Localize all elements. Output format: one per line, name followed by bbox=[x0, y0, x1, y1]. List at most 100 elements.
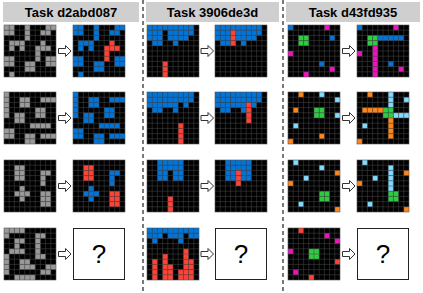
grid-cell bbox=[404, 97, 409, 102]
grid-cell bbox=[383, 35, 388, 40]
grid-cell bbox=[46, 202, 51, 207]
grid-cell bbox=[30, 275, 35, 280]
grid-cell bbox=[46, 46, 51, 51]
grid-line bbox=[119, 25, 120, 77]
grid-line bbox=[215, 128, 267, 129]
grid-line bbox=[4, 56, 56, 57]
grid-line bbox=[45, 25, 46, 77]
grid-line bbox=[215, 133, 267, 134]
grid-line bbox=[73, 118, 125, 119]
grid-cell bbox=[189, 259, 194, 264]
grid-cell bbox=[73, 56, 78, 61]
task-grid bbox=[73, 25, 125, 77]
grid-line bbox=[398, 25, 399, 77]
grid-cell bbox=[109, 46, 114, 51]
grid-cell bbox=[257, 92, 262, 97]
grid-cell bbox=[309, 249, 314, 254]
grid-cell bbox=[168, 207, 173, 212]
grid-cell bbox=[225, 176, 230, 181]
grid-line bbox=[109, 92, 110, 144]
grid-cell bbox=[4, 264, 9, 269]
grid-cell bbox=[120, 56, 125, 61]
grid-cell bbox=[246, 35, 251, 40]
grid-cell bbox=[178, 170, 183, 175]
grid-line bbox=[324, 25, 325, 77]
grid-frame bbox=[4, 160, 56, 212]
grid-line bbox=[357, 71, 409, 72]
grid-line bbox=[288, 259, 340, 260]
grid-cell bbox=[35, 233, 40, 238]
hollow-arrow bbox=[201, 46, 214, 57]
header-text: Task 3906de3d bbox=[167, 5, 259, 20]
grid-cell bbox=[335, 259, 340, 264]
grid-line bbox=[215, 51, 267, 52]
grid-cell bbox=[109, 30, 114, 35]
grid-line bbox=[183, 92, 184, 144]
grid-line bbox=[73, 123, 125, 124]
grid-line bbox=[40, 25, 41, 77]
grid-line bbox=[147, 264, 199, 265]
grid-ground bbox=[215, 25, 267, 77]
grid-cell bbox=[104, 51, 109, 56]
grid-cell bbox=[335, 238, 340, 243]
grid-line bbox=[193, 92, 194, 144]
grid-cell bbox=[99, 139, 104, 144]
hollow-arrow bbox=[59, 181, 72, 192]
grid-line bbox=[4, 118, 56, 119]
grid-cell bbox=[147, 92, 152, 97]
grid-cell bbox=[168, 25, 173, 30]
grid-line bbox=[215, 118, 267, 119]
grid-cell bbox=[73, 30, 78, 35]
grid-cell bbox=[168, 275, 173, 280]
grid-line bbox=[388, 92, 389, 144]
grid-cell bbox=[152, 275, 157, 280]
grid-cell bbox=[367, 108, 372, 113]
grid-cell bbox=[83, 176, 88, 181]
grid-cell bbox=[157, 233, 162, 238]
hollow-arrow bbox=[59, 249, 72, 260]
grid-cell bbox=[231, 102, 236, 107]
grid-cell bbox=[4, 113, 9, 118]
grid-cell bbox=[241, 165, 246, 170]
grid-cell bbox=[115, 30, 120, 35]
grid-cell bbox=[236, 35, 241, 40]
grid-cell bbox=[157, 30, 162, 35]
grid-cell bbox=[298, 92, 303, 97]
grid-line bbox=[147, 123, 199, 124]
grid-line bbox=[50, 160, 51, 212]
grid-cell bbox=[20, 118, 25, 123]
grid-cell bbox=[115, 202, 120, 207]
grid-cell bbox=[46, 191, 51, 196]
grid-line bbox=[357, 123, 409, 124]
grid-cell bbox=[183, 35, 188, 40]
grid-cell bbox=[9, 249, 14, 254]
grid-frame bbox=[357, 25, 409, 77]
grid-cell bbox=[241, 108, 246, 113]
grid-line bbox=[4, 186, 56, 187]
grid-cell bbox=[388, 181, 393, 186]
grid-line bbox=[147, 254, 199, 255]
grid-frame bbox=[357, 92, 409, 144]
grid-cell bbox=[147, 228, 152, 233]
grid-cell bbox=[152, 25, 157, 30]
grid-line bbox=[251, 25, 252, 77]
grid-cell bbox=[231, 41, 236, 46]
grid-cell bbox=[288, 249, 293, 254]
grid-cell bbox=[83, 118, 88, 123]
grid-cell bbox=[115, 196, 120, 201]
grid-cell bbox=[89, 196, 94, 201]
grid-line bbox=[215, 186, 267, 187]
grid-cell bbox=[178, 123, 183, 128]
grid-cell bbox=[362, 123, 367, 128]
grid-line bbox=[178, 228, 179, 280]
grid-cell bbox=[94, 134, 99, 139]
grid-cell bbox=[220, 25, 225, 30]
grid-cell bbox=[40, 270, 45, 275]
grid-cell bbox=[304, 72, 309, 77]
grid-cell bbox=[225, 108, 230, 113]
grid-line bbox=[329, 92, 330, 144]
grid-line bbox=[4, 133, 56, 134]
grid-cell bbox=[14, 244, 19, 249]
grid-cell bbox=[251, 102, 256, 107]
grid-frame bbox=[215, 25, 267, 77]
